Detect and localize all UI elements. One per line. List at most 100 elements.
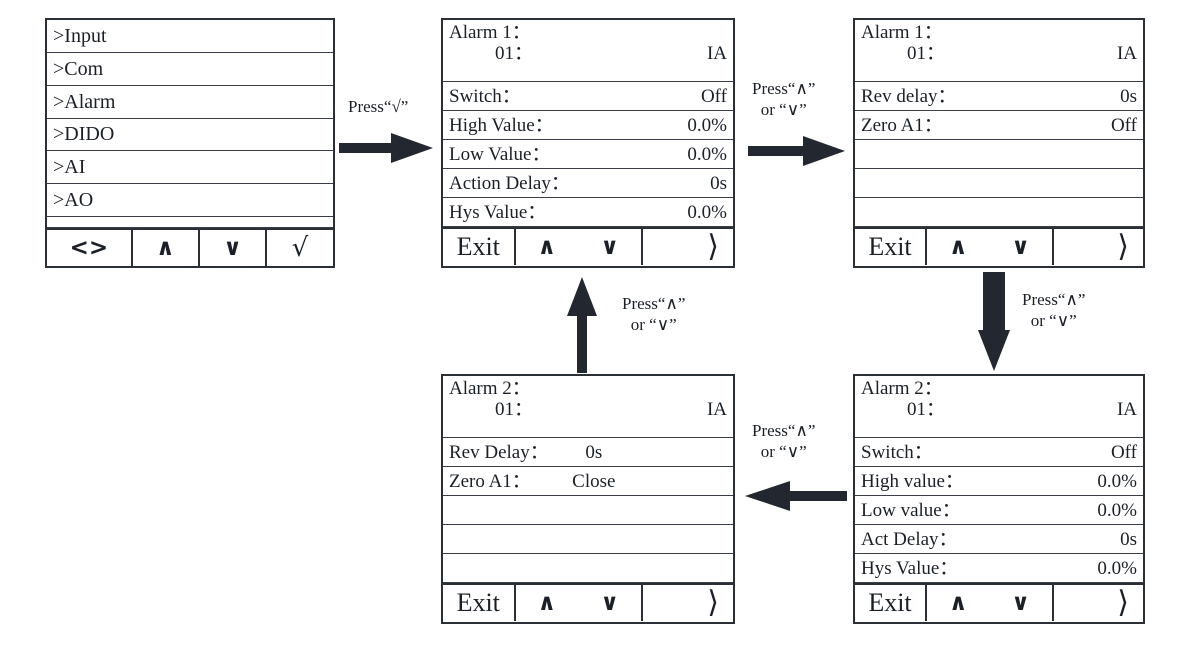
table-row-empty [443, 554, 733, 583]
transition-label-line1: Press“∧” [1022, 290, 1086, 309]
next-chevron-icon[interactable]: ⟩ [707, 229, 719, 264]
row-value: Off [700, 85, 727, 107]
transition-label-4: Press“∧” or “∨” [752, 420, 815, 463]
menu-item-label: >Input [53, 24, 107, 47]
menu-item-label: >Com [53, 57, 104, 80]
table-row-empty [855, 198, 1143, 227]
sidebar-item-input[interactable]: >Input [47, 20, 333, 53]
arrow-right-2 [748, 135, 846, 167]
alarm2-page2-panel: Alarm 2： 01： IA Rev Delay： 0s Zero A1： C… [441, 374, 735, 624]
panel-header: Alarm 2： 01： IA [443, 376, 733, 438]
down-caret-icon[interactable]: ∨ [600, 233, 620, 260]
sidebar-item-alarm[interactable]: >Alarm [47, 86, 333, 119]
row-label: Rev delay： [861, 85, 957, 107]
row-label: Switch： [449, 85, 521, 107]
down-caret-icon[interactable]: ∨ [600, 589, 620, 616]
table-row[interactable]: Low Value： 0.0% [443, 140, 733, 169]
menu-item-label: >AI [53, 156, 86, 179]
button-bar: Exit ∧ ∨ ⟩ [855, 583, 1143, 621]
table-row[interactable]: Switch： Off [855, 438, 1143, 467]
channel-number: 01： [907, 399, 946, 421]
updown-button-group[interactable]: ∧ ∨ [516, 585, 644, 621]
updown-button-group[interactable]: ∧ ∨ [927, 585, 1054, 621]
row-label: High Value： [449, 114, 554, 136]
row-label: Low Value： [449, 143, 551, 165]
row-label: Rev Delay： [449, 441, 549, 463]
transition-label-line1: Press“∧” [752, 421, 816, 440]
up-caret-icon[interactable]: ∧ [537, 233, 557, 260]
table-row-empty [443, 496, 733, 525]
next-chevron-icon[interactable]: ⟩ [1117, 229, 1129, 264]
next-chevron-icon[interactable]: ⟩ [1117, 585, 1129, 620]
row-value: 0.0% [687, 201, 727, 223]
alarm1-page1-panel: Alarm 1： 01： IA Switch： Off High Value： … [441, 18, 735, 268]
arrow-left-4 [744, 480, 848, 512]
panel-header: Alarm 1： 01： IA [443, 20, 733, 82]
sidebar-item-dido[interactable]: >DIDO [47, 119, 333, 152]
channel-number: 01： [495, 399, 534, 421]
exit-button[interactable]: Exit [855, 585, 927, 621]
row-label: Act Delay： [861, 528, 958, 550]
updown-button-group[interactable]: ∧ ∨ [516, 229, 644, 265]
row-value: Off [1110, 441, 1137, 463]
sidebar-item-ai[interactable]: >AI [47, 151, 333, 185]
button-bar: Exit ∧ ∨ ⟩ [855, 227, 1143, 265]
next-chevron-icon[interactable]: ⟩ [707, 585, 719, 620]
page-title: Alarm 2： [861, 378, 943, 399]
row-value: 0.0% [687, 143, 727, 165]
up-caret-icon[interactable]: ∧ [133, 230, 200, 267]
panel-header: Alarm 2： 01： IA [855, 376, 1143, 438]
channel-unit: IA [706, 43, 727, 65]
table-row[interactable]: Switch： Off [443, 82, 733, 111]
row-value: 0s [710, 172, 727, 194]
transition-label-line1: Press“∧” [752, 79, 816, 98]
up-caret-icon[interactable]: ∧ [948, 589, 968, 616]
table-row[interactable]: Rev Delay： 0s [443, 438, 733, 467]
channel-number: 01： [495, 43, 534, 65]
up-caret-icon[interactable]: ∧ [537, 589, 557, 616]
menu-item-label: >Alarm [53, 90, 116, 113]
exit-button[interactable]: Exit [443, 585, 516, 621]
table-row[interactable]: Hys Value： 0.0% [855, 554, 1143, 583]
check-icon[interactable]: √ [291, 233, 309, 264]
row-value: 0s [585, 441, 603, 463]
down-caret-icon[interactable]: ∨ [1011, 233, 1030, 260]
button-bar: Exit ∧ ∨ ⟩ [443, 583, 733, 621]
table-row[interactable]: High Value： 0.0% [443, 111, 733, 140]
table-row[interactable]: High value： 0.0% [855, 467, 1143, 496]
transition-label-line1: Press“√” [348, 97, 409, 116]
alarm1-page2-panel: Alarm 1： 01： IA Rev delay： 0s Zero A1： O… [853, 18, 1145, 268]
up-caret-icon[interactable]: ∧ [948, 233, 968, 260]
exit-button[interactable]: Exit [443, 229, 516, 265]
channel-number: 01： [907, 43, 946, 65]
transition-label-line1: Press“∧” [622, 294, 686, 313]
table-row[interactable]: Zero A1： Off [855, 111, 1143, 140]
row-label: Action Delay： [449, 172, 570, 194]
down-caret-icon[interactable]: ∨ [1011, 589, 1030, 616]
transition-label-2: Press“∧” or “∨” [752, 78, 815, 121]
sidebar-item-ao[interactable]: >AO [47, 184, 333, 218]
table-row[interactable]: Act Delay： 0s [855, 525, 1143, 554]
exit-button[interactable]: Exit [855, 229, 927, 265]
row-label: Zero A1： [861, 114, 943, 136]
main-menu-panel: >Input >Com >Alarm >DIDO >AI >AO <> ∧ ∨ … [45, 18, 335, 268]
row-value: Close [572, 470, 616, 492]
table-row[interactable]: Low value： 0.0% [855, 496, 1143, 525]
updown-button-group[interactable]: ∧ ∨ [927, 229, 1054, 265]
table-row[interactable]: Hys Value： 0.0% [443, 198, 733, 227]
page-title: Alarm 1： [861, 22, 943, 43]
table-row[interactable]: Rev delay： 0s [855, 82, 1143, 111]
left-right-icon[interactable]: <> [47, 230, 133, 267]
page-title: Alarm 2： [449, 378, 531, 399]
button-bar: Exit ∧ ∨ ⟩ [443, 227, 733, 265]
sidebar-item-com[interactable]: >Com [47, 53, 333, 86]
channel-unit: IA [706, 399, 727, 421]
table-row[interactable]: Action Delay： 0s [443, 169, 733, 198]
transition-label-1: Press“√” [348, 96, 408, 117]
row-label: Switch： [861, 441, 933, 463]
row-label: Hys Value： [449, 201, 547, 223]
down-caret-icon[interactable]: ∨ [200, 230, 268, 267]
transition-label-3: Press“∧” or “∨” [1022, 289, 1085, 332]
table-row[interactable]: Zero A1： Close [443, 467, 733, 496]
row-label: High value： [861, 470, 964, 492]
